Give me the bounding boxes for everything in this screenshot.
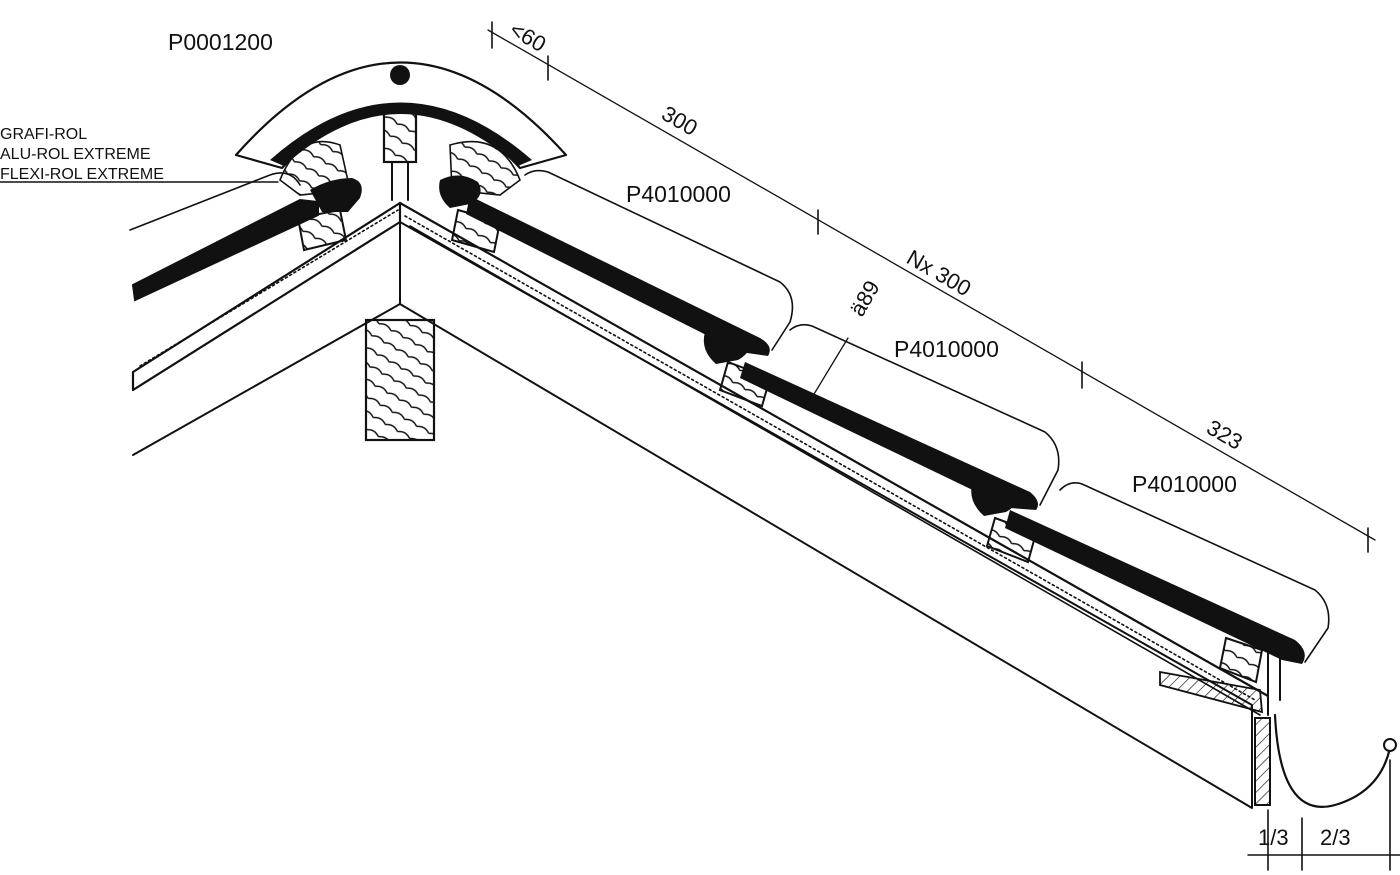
- battens: [296, 208, 1264, 684]
- tile-height-line: [807, 337, 849, 405]
- dim-top-overlap: <60: [506, 17, 551, 57]
- dim-batten-spacing: Nx 300: [903, 245, 976, 302]
- ridge-roll-right: [449, 140, 521, 196]
- ridge-cap-knob: [390, 65, 410, 85]
- tile-part-label-3: P4010000: [1132, 471, 1237, 497]
- ridge-post: [364, 318, 436, 442]
- tile-part-label-2: P4010000: [894, 336, 999, 362]
- batten-4: [1218, 636, 1264, 684]
- tile-3-outline: [1059, 482, 1330, 663]
- dim-last-batten: 323: [1203, 415, 1247, 455]
- tile-1-body: [466, 196, 770, 356]
- tile-3-nose: [971, 479, 1019, 516]
- gutter: [1247, 713, 1400, 871]
- ridge-part-label: P0001200: [168, 29, 273, 55]
- tile-2-nose: [703, 327, 751, 364]
- ridge-roll-left: [279, 140, 351, 196]
- tile-part-label-1: P4010000: [626, 181, 731, 207]
- material-label-2: ALU-ROL EXTREME: [0, 146, 151, 163]
- roof-tiles: [129, 169, 1330, 664]
- gutter-bowl: [1273, 713, 1392, 808]
- right-rafter-top: [398, 201, 1270, 698]
- dim-first-batten: 300: [658, 101, 702, 141]
- tile-2-outline: [789, 323, 1060, 506]
- labels: P0001200 P4010000 P4010000 P4010000 GRAF…: [0, 17, 1351, 850]
- left-tile-body: [131, 198, 319, 302]
- dim-tile-height: ä89: [845, 276, 885, 320]
- batten-left: [296, 208, 348, 252]
- ridge-cap: [234, 61, 568, 196]
- dim-gutter-inner: 1/3: [1258, 825, 1289, 850]
- roof-structure: [131, 104, 1281, 809]
- gutter-bead: [1383, 738, 1397, 752]
- right-rafter-board: [399, 221, 1253, 809]
- right-membrane: [404, 215, 1256, 701]
- slope-dimension-line: [487, 29, 1376, 541]
- right-underlay: [409, 225, 1261, 716]
- ridge-batten: [382, 104, 418, 164]
- fascia-board: [1254, 717, 1271, 806]
- tile-1-outline: [524, 169, 794, 351]
- ridge-cap-inner: [270, 102, 532, 166]
- tile-3-body: [1005, 510, 1305, 664]
- tile-height-tick: [799, 397, 817, 411]
- dimension-lines: [0, 21, 1376, 553]
- dim-gutter-outer: 2/3: [1320, 825, 1351, 850]
- left-rafter-underside: [132, 303, 401, 456]
- eaves-board: [1159, 670, 1264, 714]
- tile-2-body: [740, 362, 1038, 510]
- material-label-3: FLEXI-ROL EXTREME: [0, 166, 164, 183]
- left-membrane: [139, 209, 399, 367]
- material-label-1: GRAFI-ROL: [0, 126, 87, 143]
